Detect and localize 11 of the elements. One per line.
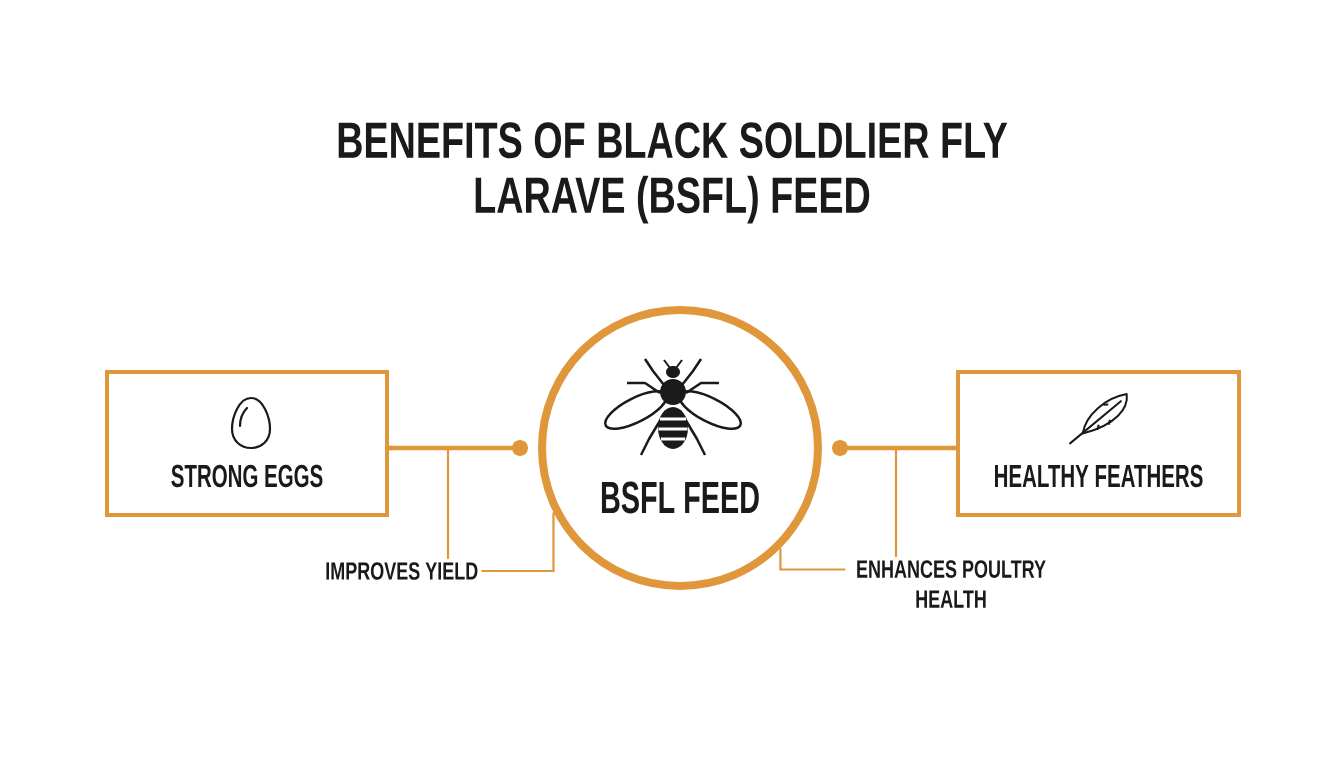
leader-line <box>389 446 450 559</box>
leader-line <box>481 512 555 573</box>
leader-line <box>894 446 956 557</box>
connector-line <box>389 440 528 456</box>
leader-line <box>779 548 846 571</box>
annotation-text: ENHANCES POULTRY HEALTH <box>857 560 1046 608</box>
annotation-text: IMPROVES YIELD <box>326 562 478 580</box>
connector-line <box>832 440 956 456</box>
benefit-box: HEALTHY FEATHERS <box>956 370 1241 517</box>
title: BENEFITS OF BLACK SOLDLIER FLY LARAVE (BSFL) FEED <box>338 122 1008 224</box>
benefit-box: STRONG EGGS <box>105 370 389 517</box>
